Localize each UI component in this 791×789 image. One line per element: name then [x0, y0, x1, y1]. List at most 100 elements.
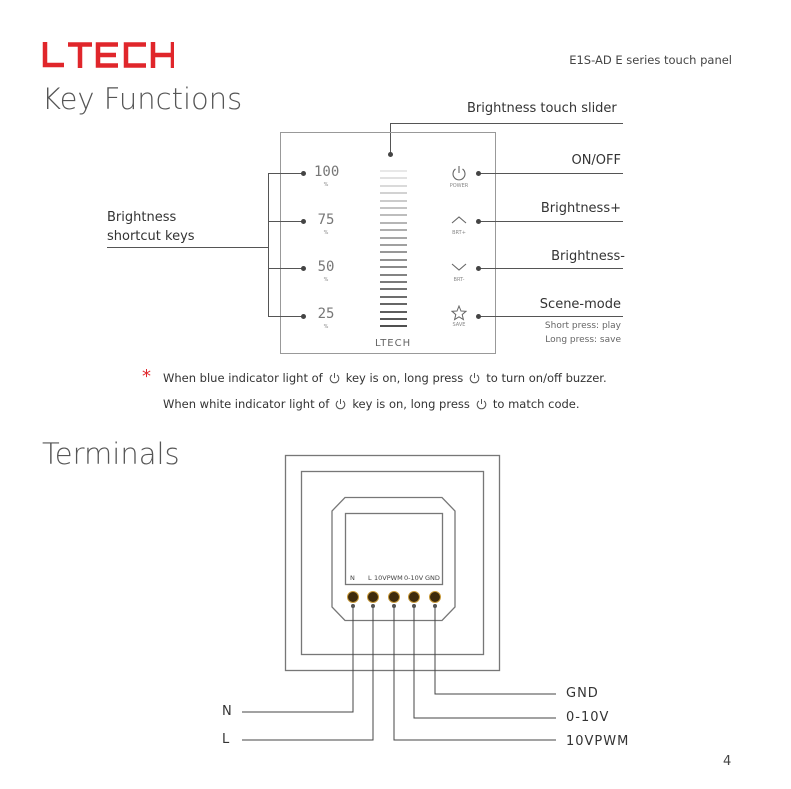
key-label-scene-mode: Scene-mode — [539, 297, 621, 312]
slider-segment — [380, 258, 407, 261]
key-label-brightness-up: Brightness+ — [540, 201, 621, 216]
unit: % — [323, 230, 329, 236]
callout-line — [390, 123, 391, 154]
star-icon[interactable] — [451, 305, 467, 321]
slider-segment — [380, 184, 407, 187]
shortcut-50[interactable]: 50 — [317, 259, 335, 275]
power-icon — [336, 399, 346, 410]
unit: % — [323, 324, 329, 330]
unit: % — [323, 277, 329, 283]
scene-note: Long press: save — [545, 335, 621, 345]
slider-segment — [380, 288, 407, 291]
callout-dot — [476, 171, 481, 176]
wire-label-10vpwm: 10VPWM — [566, 734, 630, 749]
module-label-gnd: GND — [425, 574, 440, 582]
slider-segment — [380, 207, 407, 209]
note-line-2: When white indicator light of key is on,… — [163, 397, 580, 411]
bracket-line — [268, 173, 269, 317]
shortcut-25[interactable]: 25 — [317, 306, 335, 322]
callout-dot — [476, 219, 481, 224]
slider-segment — [380, 303, 407, 306]
module-label-l: L — [368, 574, 372, 582]
module-label-10vpwm: 10VPWM — [374, 574, 403, 582]
module-label-0-10v: 0-10V — [404, 574, 424, 582]
wire-label-n: N — [222, 704, 232, 719]
note-line-1: When blue indicator light of key is on, … — [163, 371, 607, 385]
page-number: 4 — [723, 754, 732, 769]
slider-segment — [380, 273, 407, 276]
power-icon — [476, 399, 487, 410]
terminal-screw-n — [347, 591, 359, 603]
slider-segment — [380, 244, 407, 246]
panel-logo: LTECH — [375, 338, 412, 349]
note-text: key is on, long press — [345, 371, 464, 385]
terminal-screw-l — [367, 591, 379, 603]
callout-line — [390, 123, 623, 124]
callout-line — [268, 173, 304, 174]
key-label-onoff: ON/OFF — [571, 153, 621, 168]
slider-segment — [380, 214, 407, 217]
unit: % — [323, 182, 329, 188]
slider-segment — [380, 192, 407, 195]
slider-segment — [380, 266, 407, 269]
terminal-screw-0-10v — [408, 591, 420, 603]
scene-note: Short press: play — [544, 321, 621, 331]
callout-dot — [301, 266, 306, 271]
callout-dot — [476, 266, 481, 271]
callout-dot — [476, 314, 481, 319]
callout-line — [478, 173, 623, 174]
key-caption: POWER — [449, 183, 469, 189]
section-title-terminals: Terminals — [42, 437, 180, 471]
key-caption: SAVE — [452, 322, 466, 328]
callout-line — [107, 247, 269, 248]
slider-segment — [380, 199, 407, 202]
callout-line — [268, 316, 304, 317]
callout-dot — [301, 314, 306, 319]
touch-panel — [280, 132, 496, 354]
ltech-logo — [42, 42, 174, 68]
note-text: to match code. — [492, 397, 580, 411]
wire-label-l: L — [222, 732, 230, 747]
terminal-screw-gnd — [429, 591, 441, 603]
slider-segment — [380, 295, 407, 298]
slider-segment — [380, 251, 407, 254]
chevron-up-icon[interactable] — [451, 215, 467, 225]
callout-line — [478, 316, 623, 317]
callout-dot — [388, 152, 393, 157]
callout-line — [268, 268, 304, 269]
callout-dot — [301, 219, 306, 224]
power-icon[interactable] — [451, 165, 467, 182]
note-text: key is on, long press — [352, 397, 470, 411]
slider-segment — [380, 281, 407, 283]
note-text: When blue indicator light of — [163, 371, 323, 385]
key-caption: BRT- — [453, 277, 465, 283]
shortcut-label: Brightness — [107, 210, 177, 225]
terminal-screw-10vpwm — [388, 591, 400, 603]
slider-segment — [380, 221, 407, 224]
wire-label-gnd: GND — [566, 686, 599, 701]
slider-segment — [380, 318, 407, 320]
module-label-n: N — [350, 574, 355, 582]
wire-label-0-10v: 0-10V — [566, 710, 610, 725]
chevron-down-icon[interactable] — [451, 262, 467, 272]
key-label-brightness-down: Brightness- — [551, 249, 625, 264]
slider-segment — [380, 170, 407, 172]
callout-line — [478, 221, 623, 222]
shortcut-75[interactable]: 75 — [317, 212, 335, 228]
slider-segment — [380, 310, 407, 313]
note-asterisk: * — [142, 366, 151, 387]
slider-label: Brightness touch slider — [467, 101, 617, 116]
slider-segment — [380, 236, 407, 239]
slider-segment — [380, 325, 407, 328]
key-caption: BRT+ — [452, 230, 466, 236]
power-icon — [329, 373, 339, 384]
note-text: When white indicator light of — [163, 397, 330, 411]
note-text: to turn on/off buzzer. — [486, 371, 607, 385]
shortcut-100[interactable]: 100 — [314, 164, 340, 180]
slider-segment — [380, 229, 407, 232]
callout-line — [268, 221, 304, 222]
slider-segment — [380, 177, 407, 180]
shortcut-label: shortcut keys — [107, 229, 195, 244]
